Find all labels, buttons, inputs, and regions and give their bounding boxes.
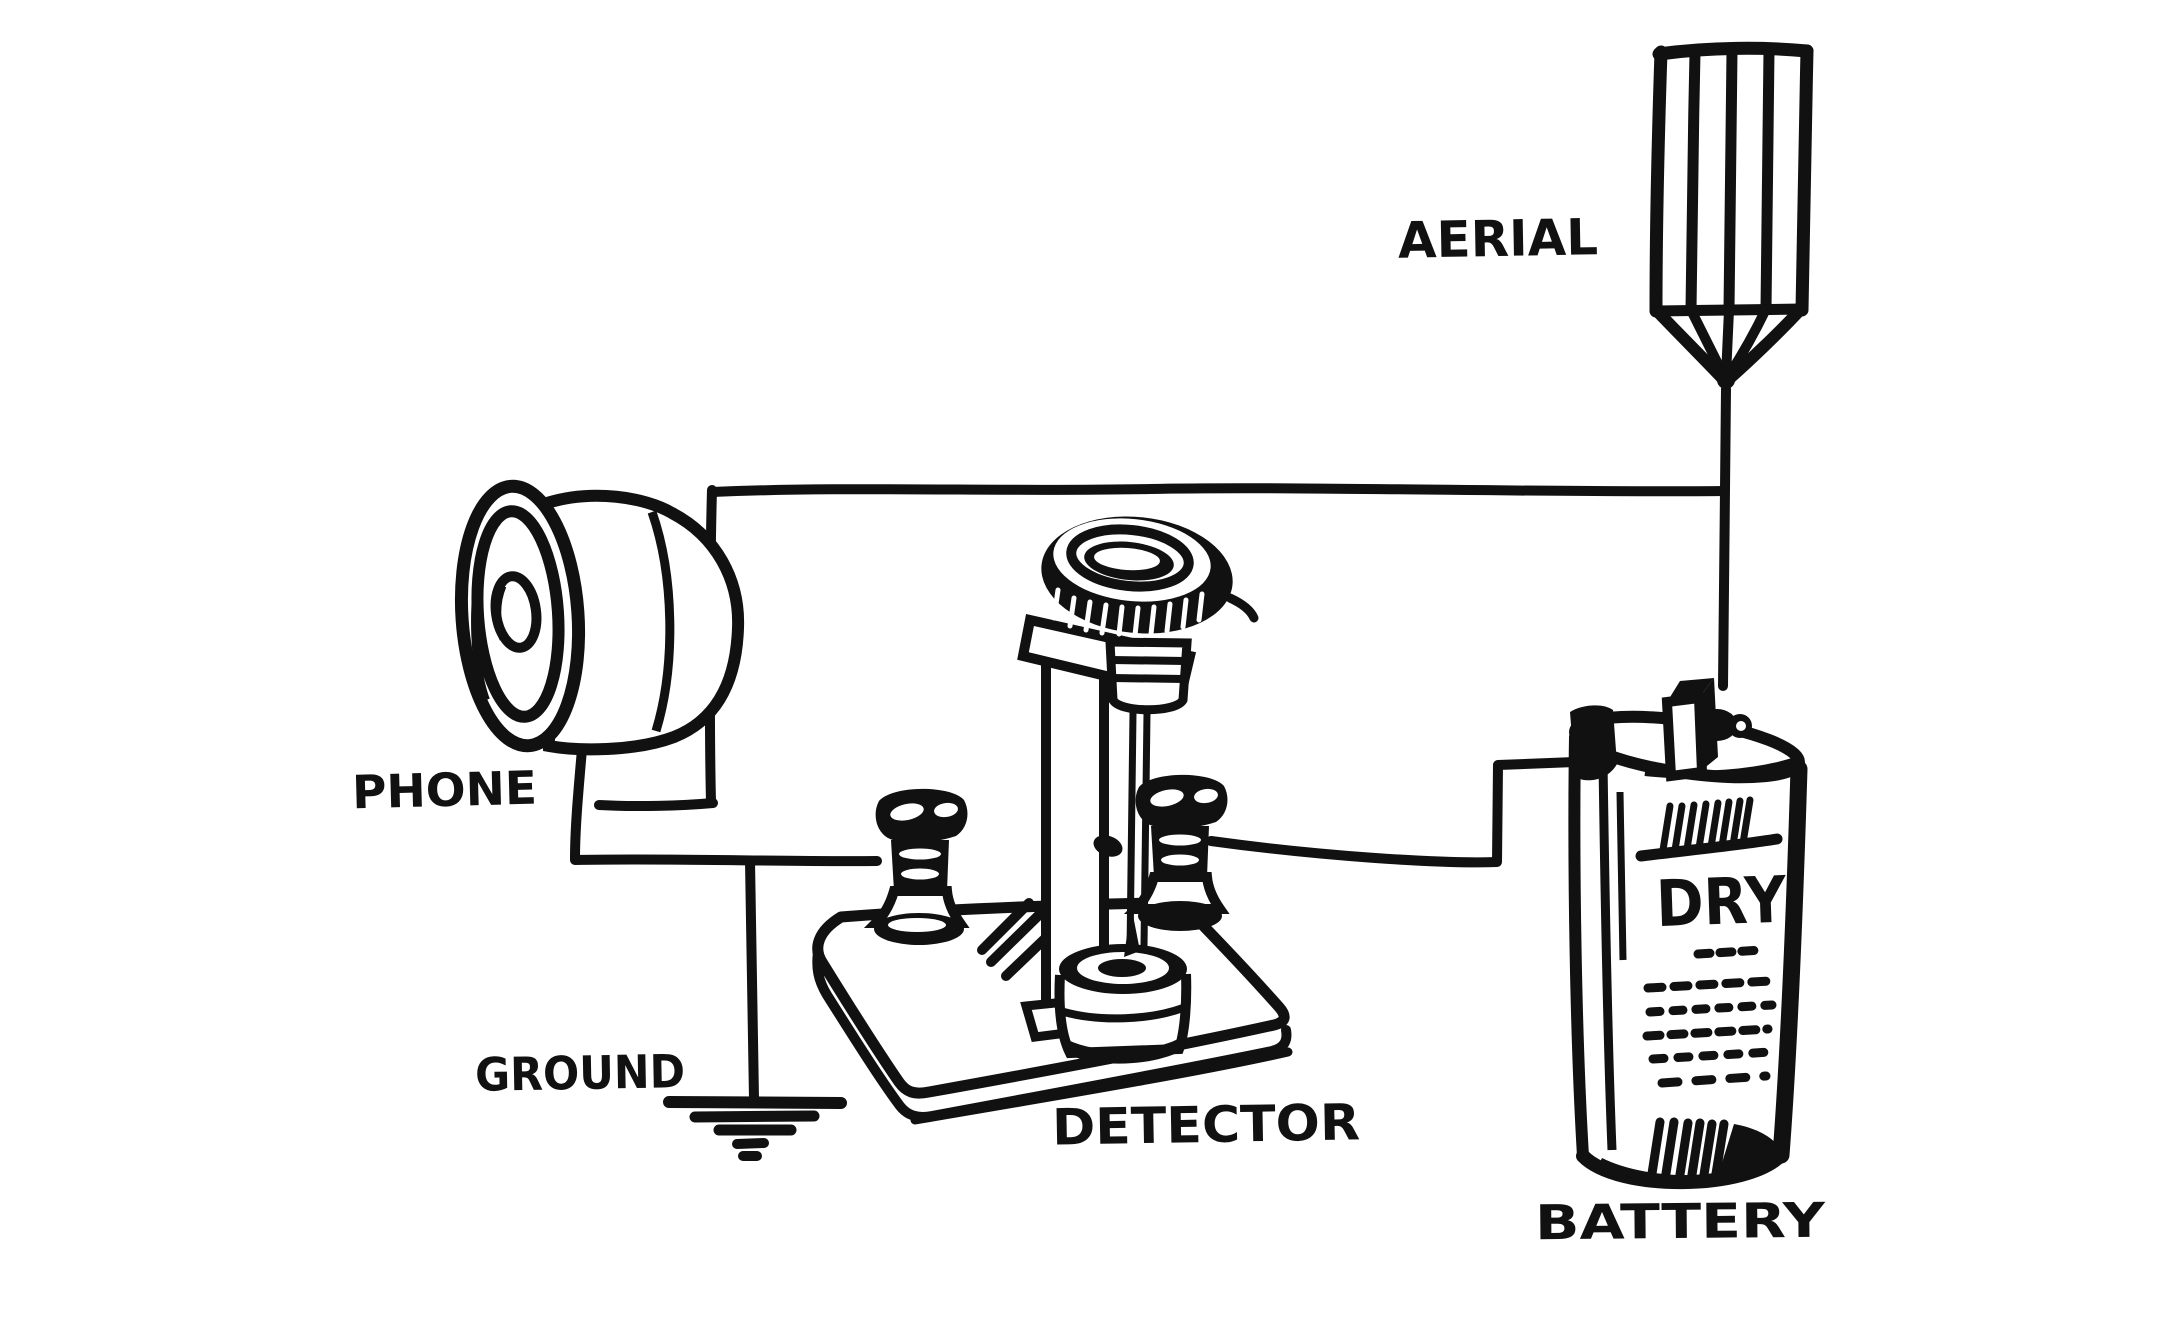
battery-drycell: DRY (1568, 678, 1808, 1190)
post-neck-highlight-2 (901, 868, 939, 880)
barrel-band-2 (1111, 674, 1185, 683)
knob-hole-highlight (1094, 547, 1160, 571)
detector-base-edge-2 (910, 1047, 1293, 1125)
knob-flick (1225, 593, 1259, 623)
phone-hole-arc (494, 584, 507, 641)
battery-label: BATTERY (1535, 1193, 1827, 1252)
terminal-nut-hole (1736, 721, 1746, 731)
battery-center-terminal-front (1661, 692, 1708, 782)
battery-band-bottom-line (1635, 833, 1783, 862)
right-post-skirt (1123, 872, 1230, 914)
aerial-label: AERIAL (1397, 208, 1598, 269)
phone-label: PHONE (351, 761, 537, 820)
post-cap-highlight-1 (890, 803, 924, 821)
battery-rim-inner-line (1644, 757, 1798, 779)
phone-body-seam (647, 510, 675, 733)
battery-right-edge (1772, 760, 1808, 1164)
ground-bar-1 (663, 1096, 847, 1109)
wire-top-horizontal (707, 483, 1727, 497)
terminal-screw (1697, 709, 1737, 741)
aerial-lead-junction (1717, 371, 1735, 389)
battery-center-terminal-top (1667, 678, 1714, 702)
battery-left-terminal (1570, 705, 1617, 781)
aerial-wire-strand-2 (1723, 45, 1738, 316)
battery-print-label: DRY (1655, 864, 1788, 943)
ground-bar-4 (732, 1138, 769, 1149)
aerial-wire-strand-1 (1685, 47, 1701, 316)
battery-fine-print-dots (1642, 945, 1777, 1088)
aerial-frame-right (1795, 44, 1814, 317)
knob-face-ring (1066, 524, 1194, 592)
wire-phone-stub (594, 798, 718, 812)
rod-needle (1124, 905, 1140, 957)
cup-crystal (1098, 959, 1146, 977)
aerial-lead-2 (1686, 305, 1728, 379)
battery-top-hatching (1659, 796, 1754, 854)
post-neck (891, 840, 949, 891)
detector-knob (1041, 516, 1259, 638)
aerial-frame-left (1649, 45, 1668, 318)
wire-phone-to-detector (570, 854, 882, 867)
detector-assembly (812, 516, 1293, 1125)
ground-symbol (663, 1096, 847, 1161)
barrel-band-1 (1111, 656, 1186, 665)
left-post-foot-highlight (888, 918, 946, 932)
binding-post-top (875, 788, 968, 891)
wire-phone-down (570, 744, 587, 864)
battery-label-edge-1 (1598, 761, 1617, 1151)
post-cap (875, 788, 968, 843)
circuit-wires (570, 384, 1731, 1104)
cup-bottom-band (1068, 1038, 1181, 1064)
aerial-lead-3 (1721, 305, 1734, 381)
knob-knurling (1051, 587, 1205, 638)
ground-label: GROUND (475, 1044, 686, 1102)
battery-label-edge-2 (1616, 791, 1627, 961)
cup-stripe (1062, 1004, 1185, 1023)
ground-bar-2 (689, 1110, 820, 1123)
aerial-lead-5 (1723, 303, 1807, 385)
rod-side-knob (1093, 835, 1123, 857)
phone-body (540, 489, 745, 756)
wire-detector-to-battery (1206, 757, 1580, 868)
battery-bottom-hatching (1646, 1117, 1729, 1186)
battery-bottom-inner-arc (1597, 1156, 1778, 1185)
post-neck-highlight-1 (899, 848, 941, 860)
wire-ground-branch (745, 856, 759, 1104)
post-cap-highlight-2 (934, 802, 958, 818)
right-post-foot (1138, 901, 1222, 931)
aerial-antenna (1649, 41, 1814, 389)
wire-aerial-down (1718, 384, 1731, 691)
phone-earpiece (454, 479, 745, 756)
aerial-wire-strand-3 (1760, 44, 1775, 315)
battery-left-edge (1568, 731, 1589, 1162)
detector-label: DETECTOR (1052, 1093, 1361, 1156)
